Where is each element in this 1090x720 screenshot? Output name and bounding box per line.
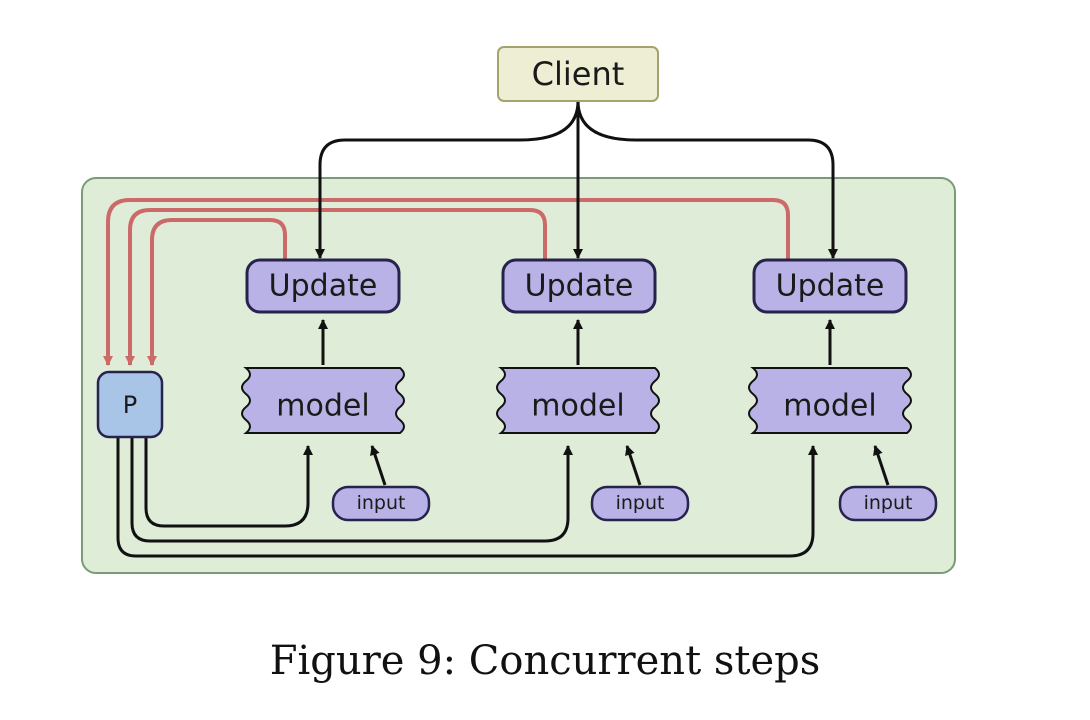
update-3-to-p-arrow [103,198,790,366]
model-to-update-arrows [318,319,835,365]
update-node: Update [501,258,657,314]
input-node: input [590,485,690,522]
input-label: input [357,492,406,514]
model-node: model [748,367,912,434]
model-label: model [531,389,624,424]
update-2-to-p-arrow [125,208,547,366]
model-node: model [496,367,660,434]
update-label: Update [776,269,885,304]
input-3-to-model-arrow [873,445,890,486]
client-to-update-3-arrow [576,100,838,259]
p-to-model-2-arrow [130,437,573,543]
input-1-to-model-arrow [370,445,387,486]
update-1-to-p-arrow [147,218,287,366]
p-to-model-arrows [116,437,818,558]
update-to-p-arrows [103,198,790,366]
figure-caption: Figure 9: Concurrent steps [269,638,821,684]
update-label: Update [269,269,378,304]
input-label: input [864,492,913,514]
input-label: input [616,492,665,514]
input-node: input [838,485,938,522]
update-node: Update [245,258,401,314]
client-to-update-arrows [315,100,838,259]
input-2-to-model-arrow [625,445,642,486]
p-node: P [96,370,164,439]
input-to-model-arrows [370,445,890,486]
p-to-model-1-arrow [144,437,313,528]
model-label: model [276,389,369,424]
update-node: Update [752,258,908,314]
p-to-model-3-arrow [116,437,818,558]
update-label: Update [525,269,634,304]
model-label: model [783,389,876,424]
client-label: Client [532,55,625,93]
client-node: Client [497,46,659,102]
input-node: input [331,485,431,522]
model-node: model [241,367,405,434]
client-to-update-1-arrow [315,100,580,259]
p-label: P [123,391,137,419]
